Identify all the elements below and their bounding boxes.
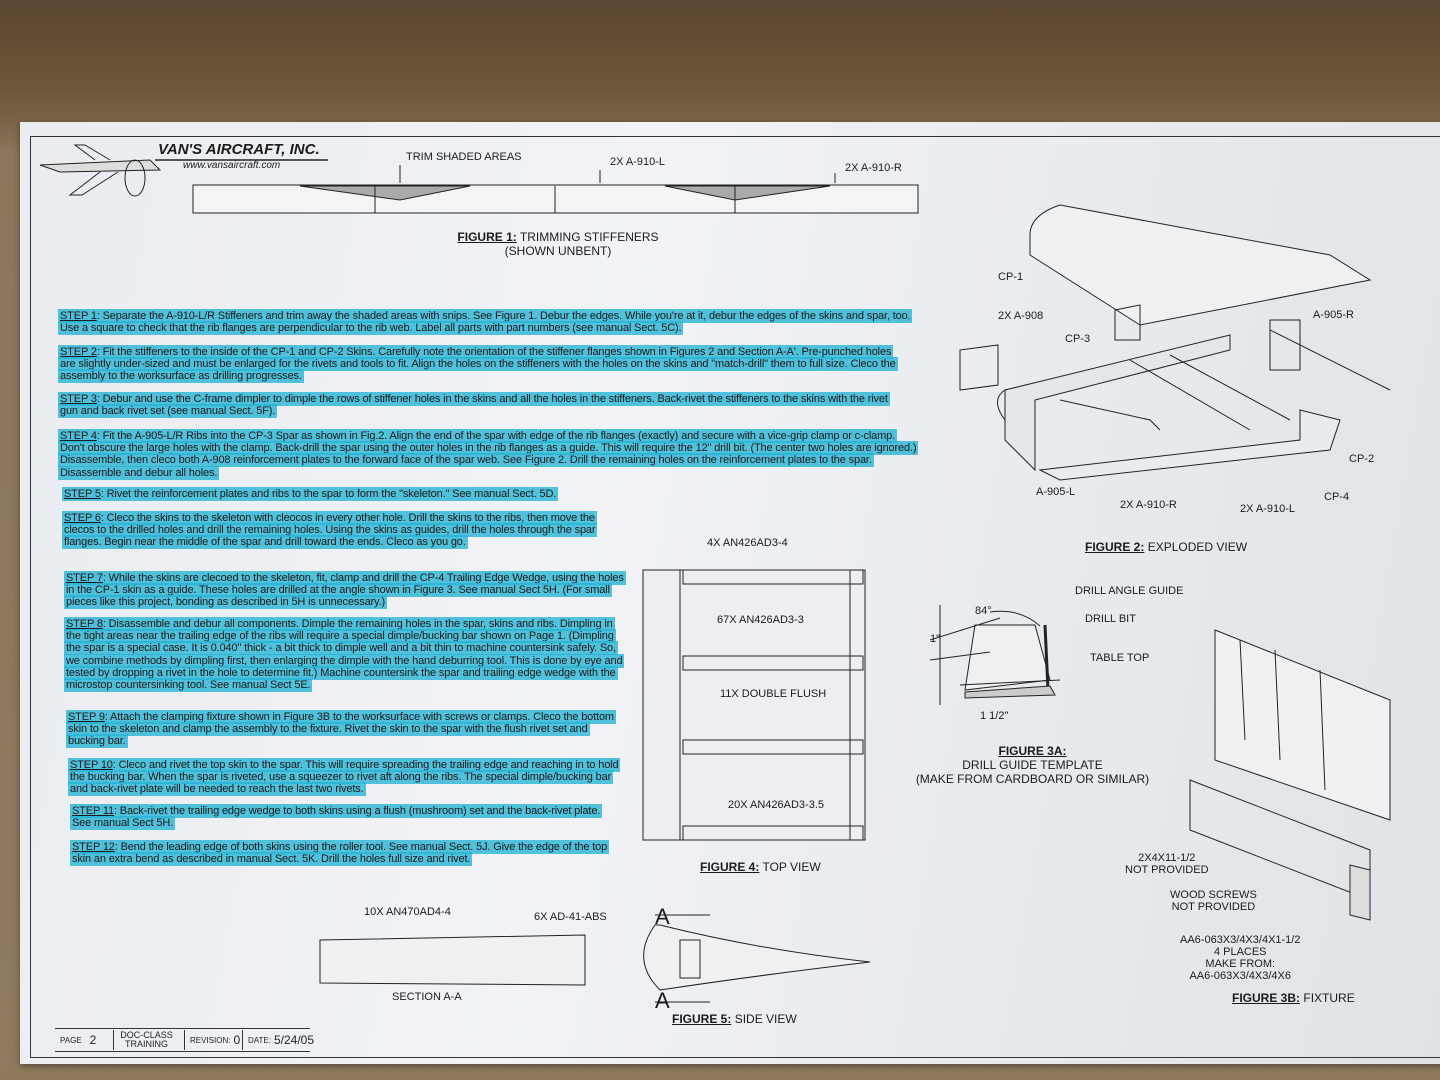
fig1-label-910l: 2X A-910-L: [610, 156, 666, 168]
fig3a-angle: 84°: [975, 605, 992, 617]
fig3a-height: 1": [930, 633, 941, 645]
fig5-section-marker-bottom: A: [655, 988, 670, 1013]
drawing-border: [30, 136, 1440, 1058]
fig2-label-a905r: A-905-R: [1313, 309, 1354, 321]
figure1-caption: FIGURE 1: TRIMMING STIFFENERS(SHOWN UNBE…: [457, 230, 659, 258]
fig3a-label-guide: DRILL ANGLE GUIDE: [1075, 585, 1184, 597]
figure1-stiffeners: [192, 165, 919, 214]
fig5-label-rivets: 10X AN470AD4-4: [364, 906, 451, 918]
fig5-section-marker-top: A: [655, 904, 670, 929]
figure3a-caption: FIGURE 3A:DRILL GUIDE TEMPLATE(MAKE FROM…: [915, 744, 1150, 786]
fig2-label-a905l: A-905-L: [1036, 486, 1076, 498]
company-name: VAN'S AIRCRAFT, INC.: [158, 141, 320, 158]
step-8: STEP 8: Disassemble and debur all compon…: [64, 617, 625, 693]
fig3a-label-bit: DRILL BIT: [1085, 613, 1136, 625]
figure4-caption: FIGURE 4: TOP VIEW: [700, 860, 821, 874]
step-4: STEP 4: Fit the A-905-L/R Ribs into the …: [58, 429, 919, 480]
step-1: STEP 1: Separate the A-910-L/R Stiffener…: [58, 309, 913, 336]
figure2-caption: FIGURE 2: EXPLODED VIEW: [1085, 540, 1248, 554]
figure3b-fixture: [1189, 629, 1391, 921]
fig2-label-cp1: CP-1: [998, 271, 1024, 283]
fig4-label-2: 67X AN426AD3-3: [717, 614, 804, 626]
figure5-side-view: [319, 914, 871, 1003]
airplane-logo-icon: [39, 144, 328, 197]
fig2-label-cp2: CP-2: [1349, 453, 1375, 465]
fig4-label-1: 4X AN426AD3-4: [707, 537, 788, 549]
step-11: STEP 11: Back-rivet the trailing edge we…: [70, 804, 603, 831]
fig2-label-cp4: CP-4: [1324, 491, 1350, 503]
fig2-label-910l: 2X A-910-L: [1240, 503, 1296, 515]
fig2-label-a908: 2X A-908: [998, 310, 1044, 322]
figure3b-caption: FIGURE 3B: FIXTURE: [1232, 991, 1355, 1005]
title-block-date: DATE:5/24/05: [242, 1030, 316, 1050]
figure4-top-view: [642, 569, 866, 841]
title-block: [55, 1028, 310, 1052]
fig5-label-ad41: 6X AD-41-ABS: [534, 911, 607, 923]
step-2: STEP 2: Fit the stiffeners to the inside…: [58, 345, 898, 384]
figure3a-drill-guide: [929, 605, 1061, 705]
fig3a-label-table: TABLE TOP: [1090, 652, 1150, 664]
step-9: STEP 9: Attach the clamping fixture show…: [66, 710, 616, 749]
fig1-label-trim: TRIM SHADED AREAS: [406, 151, 522, 163]
step-6: STEP 6: Cleco the skins to the skeleton …: [62, 511, 598, 550]
fig1-label-910r: 2X A-910-R: [845, 162, 902, 174]
fig4-label-4: 20X AN426AD3-3.5: [728, 799, 825, 811]
fig2-label-910r: 2X A-910-R: [1120, 499, 1177, 511]
fig4-label-3: 11X DOUBLE FLUSH: [720, 688, 827, 700]
company-website: www.vansaircraft.com: [183, 160, 281, 171]
step-5: STEP 5: Rivet the reinforcement plates a…: [62, 487, 559, 501]
step-7: STEP 7: While the skins are clecoed to t…: [64, 571, 626, 610]
figure5-caption: FIGURE 5: SIDE VIEW: [672, 1012, 797, 1026]
title-block-revision: REVISION:0: [184, 1030, 243, 1050]
step-12: STEP 12: Bend the leading edge of both s…: [70, 840, 610, 867]
fig2-label-cp3: CP-3: [1065, 333, 1091, 345]
fig5-section-label: SECTION A-A: [392, 991, 462, 1003]
step-3: STEP 3: Debur and use the C-frame dimple…: [58, 392, 890, 419]
step-10: STEP 10: Cleco and rivet the top skin to…: [68, 758, 621, 797]
figure2-exploded-view: [959, 204, 1391, 481]
fig3a-width: 1 1/2": [980, 710, 1009, 722]
